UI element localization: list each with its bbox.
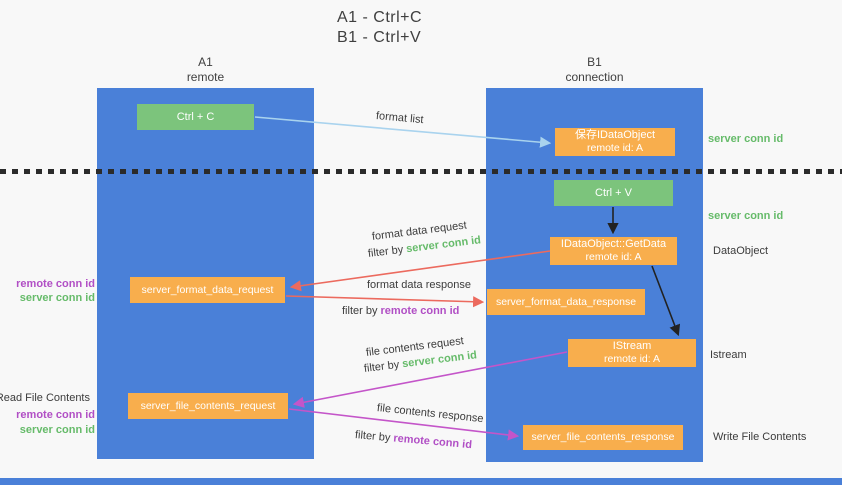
node-istream: IStream remote id: A: [568, 339, 696, 367]
right-column-header: B1 connection: [486, 55, 703, 85]
annotation-server-conn-id-left1: server conn id: [19, 292, 95, 304]
node-ctrl-v: Ctrl + V: [554, 180, 673, 206]
node-server-file-contents-response: server_file_contents_response: [523, 425, 683, 450]
annotation-server-conn-id-top: server conn id: [708, 133, 784, 145]
annotation-dataobject: DataObject: [713, 245, 769, 257]
node-server-format-data-request-label: server_format_data_request: [141, 283, 274, 296]
remote-conn-id-text: remote conn id: [380, 305, 460, 317]
node-istream-line2: remote id: A: [603, 353, 661, 365]
node-ctrl-c-label: Ctrl + C: [176, 110, 215, 123]
bottom-blue-bar: [0, 478, 842, 485]
edge-label-file-contents-response: file contents response: [376, 402, 485, 426]
node-save-idataobject: 保存IDataObject remote id: A: [555, 128, 675, 156]
left-column-header: A1 remote: [97, 55, 314, 85]
node-save-idataobject-line1: 保存IDataObject: [574, 129, 656, 141]
filter-by-text: filter by: [354, 429, 394, 445]
title-line-2: B1 - Ctrl+V: [337, 29, 422, 46]
node-server-format-data-request: server_format_data_request: [130, 277, 285, 303]
annotation-istream: Istream: [710, 349, 747, 361]
diagram-title: A1 - Ctrl+C B1 - Ctrl+V: [337, 8, 422, 48]
title-line-1: A1 - Ctrl+C: [337, 9, 423, 26]
filter-by-text: filter by: [367, 243, 407, 260]
node-idataobject-getdata: IDataObject::GetData remote id: A: [550, 237, 677, 265]
annotation-server-conn-id-left2: server conn id: [19, 424, 95, 436]
left-column-title: A1: [198, 55, 213, 69]
filter-by-text: filter by: [342, 305, 381, 317]
node-server-file-contents-request-label: server_file_contents_request: [140, 399, 276, 412]
node-ctrl-c: Ctrl + C: [137, 104, 254, 130]
edge-label-filter-remote-conn-1: filter by remote conn id: [342, 305, 459, 317]
node-server-format-data-response: server_format_data_response: [487, 289, 645, 315]
phase-separator-dotted-line: [0, 169, 842, 174]
arrow-format-data-response: [285, 295, 485, 308]
filter-by-text: filter by: [363, 358, 403, 375]
edge-label-format-data-response: format data response: [367, 279, 471, 291]
left-column-subtitle: remote: [186, 70, 225, 84]
right-column-title: B1: [587, 55, 602, 69]
node-server-format-data-response-label: server_format_data_response: [495, 295, 637, 308]
annotation-server-conn-id-mid: server conn id: [708, 210, 784, 222]
node-istream-line1: IStream: [612, 340, 652, 352]
annotation-remote-conn-id-left2: remote conn id: [16, 409, 95, 421]
node-server-file-contents-request: server_file_contents_request: [128, 393, 288, 419]
node-idataobject-getdata-line1: IDataObject::GetData: [560, 238, 667, 250]
node-server-file-contents-response-label: server_file_contents_response: [531, 431, 675, 443]
node-idataobject-getdata-line2: remote id: A: [585, 251, 642, 263]
annotation-remote-conn-id-left1: remote conn id: [16, 278, 95, 290]
node-save-idataobject-line2: remote id: A: [586, 142, 644, 154]
edge-label-format-list: format list: [375, 110, 425, 127]
annotation-read-file-contents: Read File Contents: [0, 392, 90, 404]
edge-label-filter-remote-conn-2: filter by remote conn id: [354, 429, 472, 451]
node-ctrl-v-label: Ctrl + V: [595, 186, 632, 199]
annotation-write-file-contents: Write File Contents: [713, 431, 807, 443]
remote-conn-id-text: remote conn id: [392, 432, 473, 452]
right-column-subtitle: connection: [565, 70, 624, 84]
